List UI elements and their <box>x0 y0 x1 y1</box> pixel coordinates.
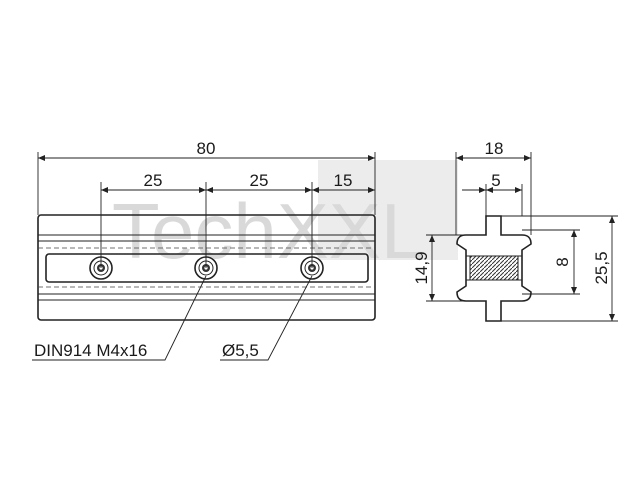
dim-overall-length: 80 <box>197 139 216 158</box>
dim-end-offset: 15 <box>334 171 353 190</box>
hole-leader <box>220 275 313 361</box>
screw-callout: DIN914 M4x16 <box>34 341 147 360</box>
dim-hole-spacing-1: 25 <box>144 171 163 190</box>
dim-hole-spacing-2: 25 <box>250 171 269 190</box>
dim-slot-width: 5 <box>491 171 500 190</box>
thread-section <box>469 255 519 281</box>
side-dimensions: 18 5 14,9 8 25,5 <box>412 139 618 322</box>
dim-thread-depth: 8 <box>553 257 572 266</box>
side-view <box>456 215 532 322</box>
bar-outline <box>37 214 376 321</box>
screw-leader <box>32 275 207 361</box>
watermark-text: TechXXL <box>112 187 424 275</box>
callouts: DIN914 M4x16 Ø5,5 <box>32 275 313 361</box>
dim-total-height: 25,5 <box>592 251 611 284</box>
slot-outline <box>45 253 369 283</box>
watermark: TechXXL <box>112 160 458 275</box>
hole-diameter-callout: Ø5,5 <box>222 341 259 360</box>
dim-height-inner: 14,9 <box>412 251 431 284</box>
dim-side-width: 18 <box>485 139 504 158</box>
front-dimensions: 80 25 25 15 <box>37 139 376 268</box>
